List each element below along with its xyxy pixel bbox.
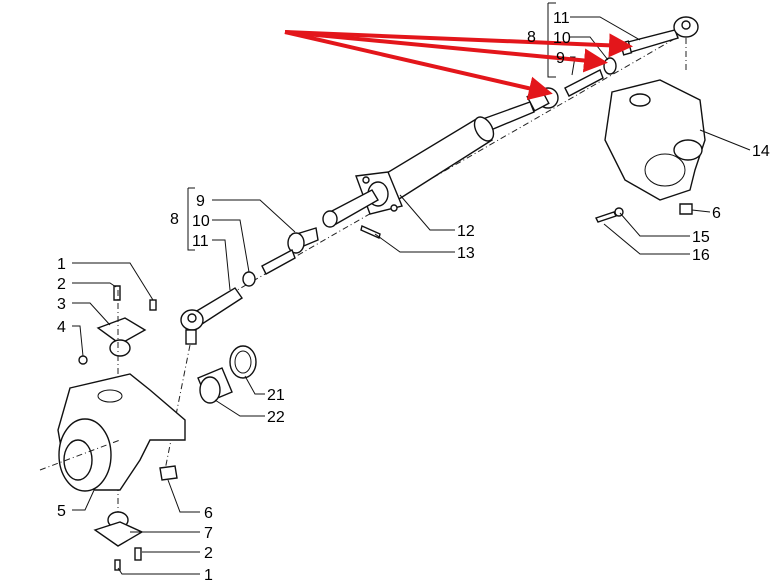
label-left-1: 1 bbox=[57, 256, 66, 273]
label-15: 15 bbox=[692, 229, 710, 246]
right-threaded-rod bbox=[564, 69, 604, 97]
label-left-6: 6 bbox=[204, 505, 213, 522]
right-bolt-15 bbox=[595, 211, 617, 223]
label-lower-2: 2 bbox=[204, 545, 213, 562]
lower-pin-1 bbox=[114, 559, 121, 571]
label-16: 16 bbox=[692, 247, 710, 264]
right-tie-rod-end bbox=[619, 16, 699, 70]
left-nut bbox=[242, 271, 256, 287]
label-14: 14 bbox=[752, 143, 770, 160]
red-arrow-inner-joint bbox=[284, 30, 553, 101]
left-bolt-2 bbox=[113, 285, 121, 301]
steering-cylinder bbox=[322, 101, 535, 228]
label-left-2: 2 bbox=[57, 276, 66, 293]
label-right-group: 8 bbox=[527, 29, 536, 46]
left-tie-rod-end bbox=[180, 287, 243, 345]
red-arrow-nut bbox=[284, 30, 608, 73]
label-right-11: 11 bbox=[553, 10, 570, 27]
label-left-3: 3 bbox=[57, 296, 66, 313]
left-steering-knuckle bbox=[57, 373, 186, 492]
red-arrow-tie-rod-end bbox=[284, 30, 633, 58]
lower-pivot-7 bbox=[93, 511, 144, 547]
left-grease-4 bbox=[78, 355, 88, 365]
left-nut-6 bbox=[159, 465, 178, 481]
label-left-9: 9 bbox=[196, 193, 205, 210]
right-steering-knuckle bbox=[604, 79, 706, 201]
label-7: 7 bbox=[204, 525, 213, 542]
label-13: 13 bbox=[457, 245, 475, 262]
bushing-21 bbox=[229, 345, 257, 379]
label-right-10: 10 bbox=[553, 30, 571, 47]
label-left-group: 8 bbox=[170, 211, 179, 228]
label-left-11: 11 bbox=[192, 233, 209, 250]
red-arrows bbox=[284, 30, 633, 101]
label-22: 22 bbox=[267, 409, 285, 426]
label-left-10: 10 bbox=[192, 213, 210, 230]
lower-bolt-2 bbox=[134, 547, 142, 561]
label-lower-1: 1 bbox=[204, 567, 213, 584]
label-right-6: 6 bbox=[712, 205, 721, 222]
label-5: 5 bbox=[57, 503, 66, 520]
label-12: 12 bbox=[457, 223, 475, 240]
left-pin-1 bbox=[149, 299, 157, 311]
leader-lines bbox=[72, 2, 751, 575]
cylinder-bolt bbox=[360, 225, 381, 239]
label-right-9: 9 bbox=[556, 50, 565, 67]
label-21: 21 bbox=[267, 387, 285, 404]
upper-pivot-3 bbox=[96, 317, 147, 357]
label-left-4: 4 bbox=[57, 319, 66, 336]
left-inner-joint bbox=[261, 227, 319, 275]
left-pivot-axis bbox=[164, 344, 191, 471]
right-nut-6 bbox=[679, 203, 693, 215]
right-nut bbox=[603, 57, 617, 75]
